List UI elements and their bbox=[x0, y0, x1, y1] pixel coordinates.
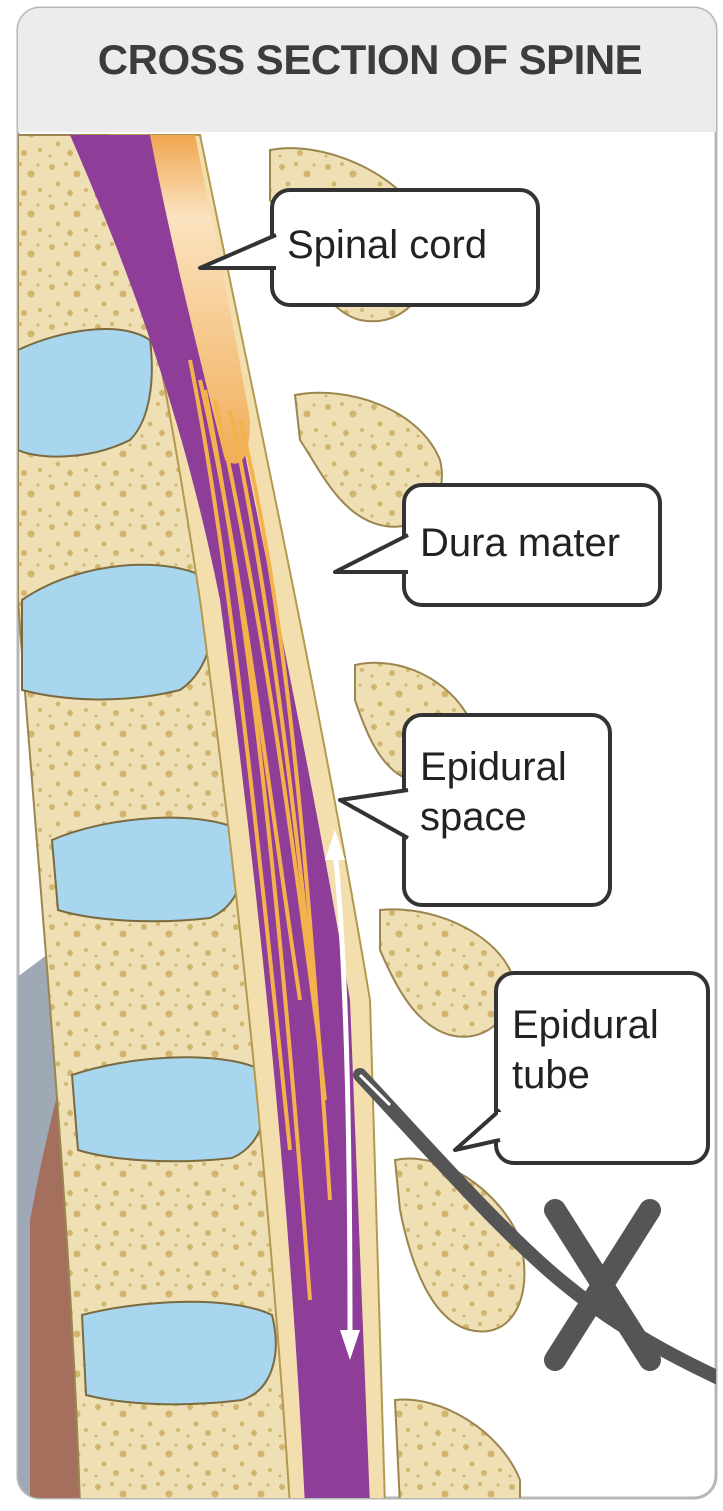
label-spinal-cord: Spinal cord bbox=[287, 220, 487, 270]
intervertebral-disc bbox=[22, 565, 214, 700]
label-epidural-space: Epidural space bbox=[420, 742, 567, 842]
label-epidural-tube: Epidural tube bbox=[512, 1000, 659, 1100]
label-dura-mater: Dura mater bbox=[420, 518, 620, 568]
intervertebral-disc bbox=[52, 818, 244, 922]
diagram-title: CROSS SECTION OF SPINE bbox=[30, 36, 710, 84]
intervertebral-disc bbox=[82, 1302, 276, 1404]
intervertebral-disc bbox=[72, 1057, 266, 1161]
intervertebral-disc bbox=[18, 329, 152, 456]
